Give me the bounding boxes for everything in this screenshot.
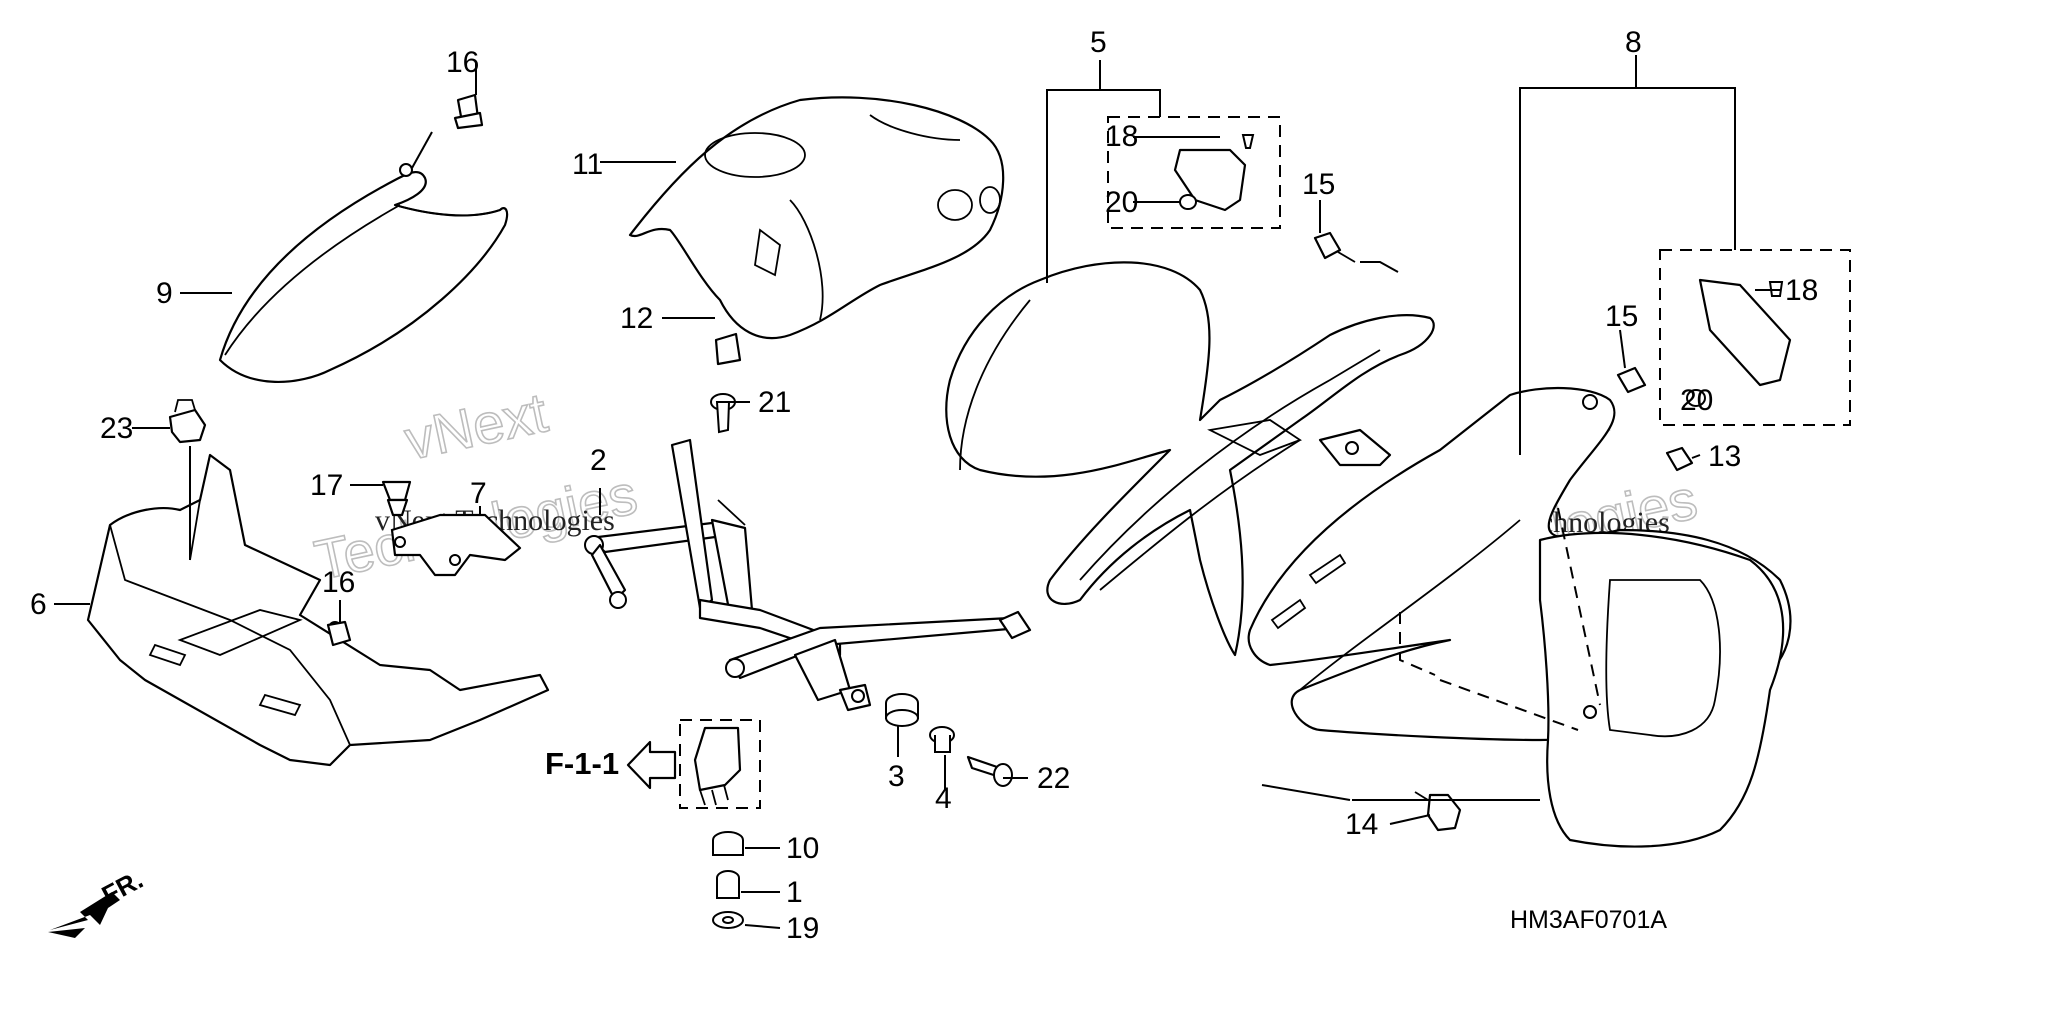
part-front-fender-right	[1247, 386, 1792, 848]
callout-2: 2	[590, 444, 607, 477]
callout-18: 18	[1785, 274, 1818, 307]
callout-23: 23	[100, 412, 133, 445]
callout-3: 3	[888, 760, 905, 793]
callout-7: 7	[470, 477, 487, 510]
callout-4: 4	[935, 782, 952, 815]
reference-arrow-icon	[626, 740, 677, 790]
part-clip	[714, 332, 742, 366]
part-nut-19	[712, 911, 744, 929]
callout-9: 9	[156, 277, 173, 310]
part-bolt-21	[710, 393, 736, 434]
callout-20: 20	[1105, 186, 1138, 219]
leader-lines	[54, 62, 1780, 929]
callout-6: 6	[30, 588, 47, 621]
bracket-line-8	[1519, 55, 1736, 455]
callout-17: 17	[310, 469, 343, 502]
part-tank-cover	[628, 96, 1005, 340]
part-top-cover	[218, 163, 509, 383]
reference-label: F-1-1	[545, 746, 619, 781]
kit-box-18-20-right	[1659, 249, 1851, 426]
callout-16: 16	[446, 46, 479, 79]
callout-19: 19	[786, 912, 819, 945]
callout-15: 15	[1605, 300, 1638, 333]
bracket-line-5	[1046, 60, 1161, 283]
callout-13: 13	[1708, 440, 1741, 473]
callout-12: 12	[620, 302, 653, 335]
part-grommet-10	[712, 831, 744, 856]
assembly-line	[1557, 507, 1601, 706]
callout-20: 20	[1680, 384, 1713, 417]
callout-10: 10	[786, 832, 819, 865]
reference-detail-box	[679, 719, 761, 809]
part-bracket-plate	[390, 513, 522, 577]
part-bolt-22	[966, 755, 1013, 787]
part-screw-16-mid	[326, 620, 352, 647]
callout-18: 18	[1105, 120, 1138, 153]
part-collar-4	[929, 726, 955, 753]
part-grommet-3	[885, 693, 919, 727]
callout-11: 11	[572, 148, 603, 181]
callout-1: 1	[786, 876, 803, 909]
callout-22: 22	[1037, 762, 1070, 795]
part-collar-1	[716, 870, 740, 899]
kit-box-18-20-left	[1107, 116, 1281, 229]
diagram-code: HM3AF0701A	[1510, 906, 1667, 934]
callout-21: 21	[758, 386, 791, 419]
part-push-rivet	[381, 480, 412, 517]
part-bolt-13	[1665, 446, 1694, 472]
part-under-cover	[86, 453, 550, 767]
part-frame-bracket	[584, 438, 1032, 712]
part-bolt-15-left	[1313, 231, 1356, 263]
assembly-line	[1399, 612, 1436, 676]
callout-14: 14	[1345, 808, 1378, 841]
callout-16: 16	[322, 566, 355, 599]
part-bolt-14	[1414, 791, 1462, 832]
part-screw-16-top	[453, 93, 484, 130]
part-front-fender-left	[945, 261, 1435, 657]
callout-8: 8	[1625, 26, 1642, 59]
part-bolt-15-right	[1616, 366, 1647, 394]
callouts: 16 11 9 12 21 23 6 17 7 2 16 5 18 20 15 …	[30, 26, 1818, 945]
front-direction-arrow-icon: FR.	[48, 864, 148, 938]
part-clip-23	[168, 399, 207, 444]
assembly-line	[1439, 679, 1579, 731]
callout-15: 15	[1302, 168, 1335, 201]
callout-5: 5	[1090, 26, 1107, 59]
watermark-outline-top: vNext	[399, 380, 553, 471]
